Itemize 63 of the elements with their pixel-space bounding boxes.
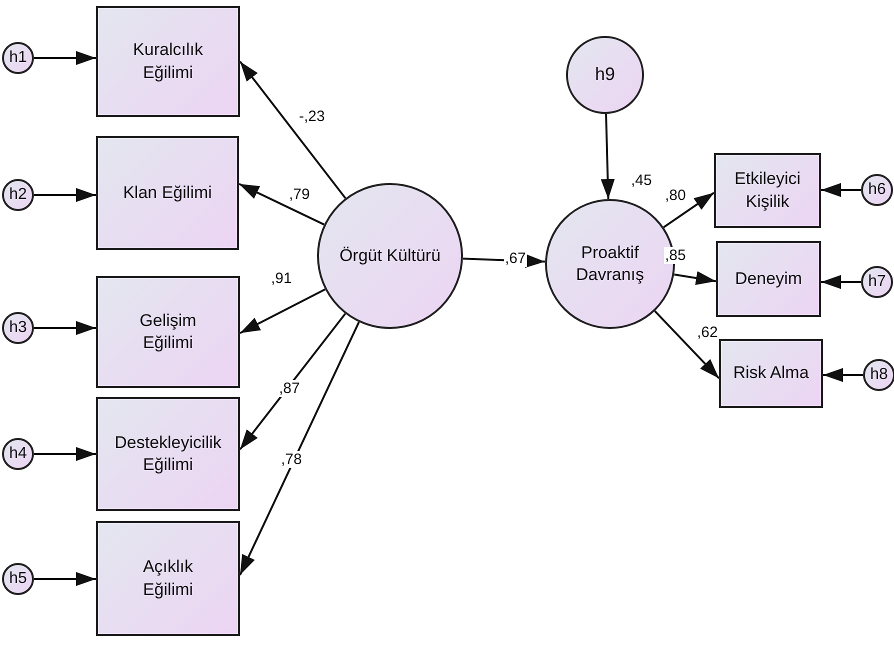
- variable-label: Deneyim: [734, 268, 802, 290]
- edge-label: ,67: [504, 250, 527, 267]
- path-arrow: [34, 321, 96, 335]
- edge-label: ,62: [696, 324, 719, 341]
- variable-label: Kuralcılık Eğilimi: [132, 39, 204, 84]
- path-arrow: [239, 60, 346, 199]
- edge-label: ,85: [664, 247, 687, 264]
- observed-variable-box: [96, 397, 240, 511]
- variable-label: Proaktif Davranış: [574, 242, 646, 286]
- variable-label: Gelişim Eğilimi: [138, 310, 198, 354]
- path-arrow: [600, 114, 615, 200]
- variable-label: h4: [9, 444, 27, 464]
- variable-label: Klan Eğilimi: [123, 182, 212, 204]
- error-term-circle: [2, 42, 34, 74]
- variable-label: h1: [9, 48, 27, 68]
- path-arrow: [34, 572, 96, 586]
- path-arrow: [821, 275, 861, 289]
- observed-variable-box: [96, 136, 239, 250]
- observed-variable-box: [96, 521, 240, 636]
- variable-label: Açıklık Eğilimi: [142, 556, 194, 600]
- observed-variable-box: [96, 6, 240, 117]
- error-term-circle: [861, 174, 893, 206]
- error-term-circle: [861, 266, 893, 298]
- path-arrow: [821, 183, 861, 197]
- edge-label: ,80: [664, 187, 687, 204]
- variable-label: Etkileyici Kişilik: [733, 168, 802, 213]
- path-arrow: [674, 271, 716, 285]
- variable-label: h5: [9, 568, 27, 589]
- path-arrow: [34, 447, 96, 461]
- observed-variable-box: [96, 276, 240, 388]
- observed-variable-box: [719, 339, 823, 408]
- path-arrow: [239, 322, 360, 576]
- edge-label: -,23: [298, 108, 326, 125]
- path-arrow: [34, 51, 96, 65]
- variable-label: h2: [9, 184, 27, 205]
- variable-label: Risk Alma: [733, 362, 809, 384]
- edge-label: ,91: [270, 270, 293, 287]
- edge-label: ,79: [288, 186, 311, 203]
- path-arrow: [238, 182, 325, 226]
- error-term-circle: [2, 563, 34, 595]
- variable-label: h3: [9, 318, 27, 338]
- variable-label: Örgüt Kültürü: [339, 244, 441, 267]
- path-arrow: [240, 288, 326, 334]
- variable-label: h8: [870, 364, 888, 385]
- path-arrow: [462, 254, 546, 268]
- squared-multiple-correlation: ,45: [630, 172, 653, 189]
- variable-label: h7: [868, 272, 886, 292]
- edge-label: ,78: [280, 451, 303, 468]
- path-arrow: [663, 192, 715, 228]
- error-term-circle: [2, 312, 34, 344]
- observed-variable-box: [714, 153, 821, 228]
- error-term-circle: [2, 438, 34, 470]
- variable-label: Destekleyicilik Eğilimi: [114, 432, 222, 476]
- path-arrow: [34, 188, 96, 202]
- edge-label: ,87: [278, 380, 301, 397]
- path-arrow: [823, 368, 863, 382]
- variable-label: h9: [594, 63, 616, 86]
- error-term-circle: [863, 359, 894, 391]
- path-arrow: [239, 313, 346, 450]
- error-term-circle: [2, 179, 34, 211]
- variable-label: h6: [868, 180, 886, 200]
- path-arrow: [654, 310, 720, 380]
- observed-variable-box: [716, 241, 821, 317]
